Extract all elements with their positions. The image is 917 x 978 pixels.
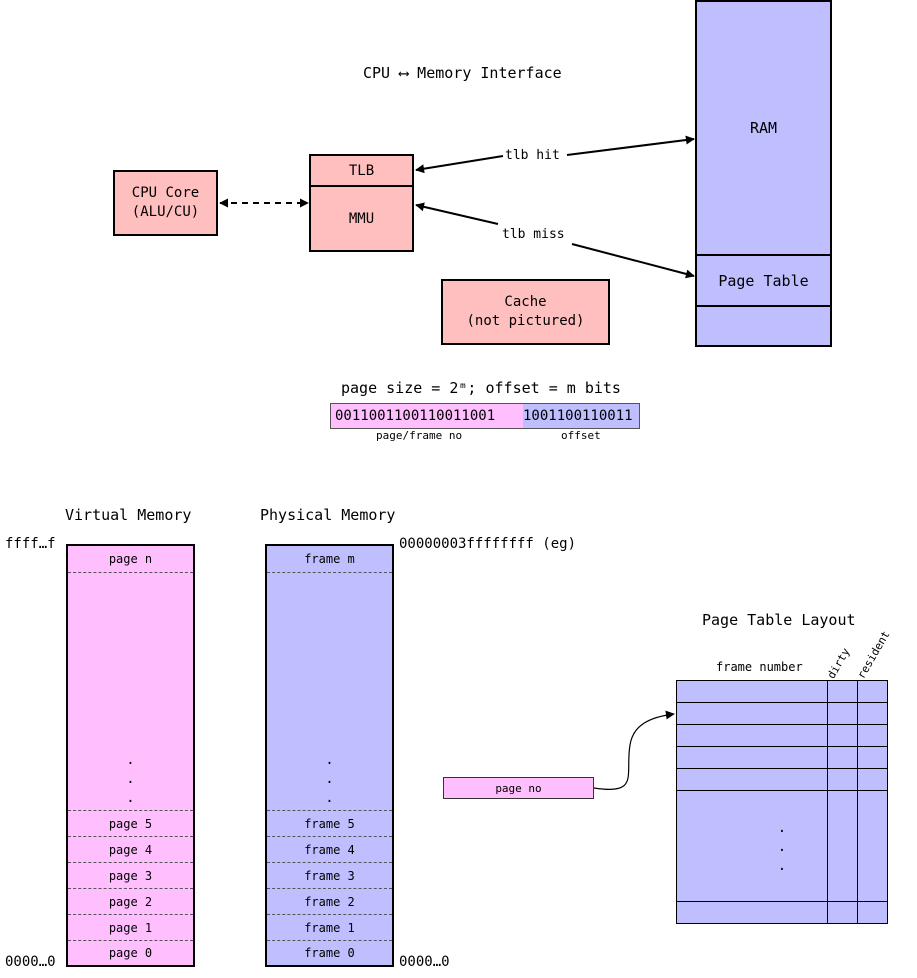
address-bits: 0011001100110011001 1001100110011: [330, 403, 640, 429]
mmu-label: MMU: [348, 210, 375, 227]
tlb-miss-arrow-right: [571, 243, 695, 279]
cpu-core-sublabel: (ALU/CU): [131, 204, 200, 220]
pt-row: [677, 724, 887, 725]
tlb-miss-label: tlb miss: [502, 227, 565, 242]
tlb-hit-label: tlb hit: [505, 148, 560, 163]
ram-lower-box: [695, 305, 832, 347]
virtual-ellipsis: . . .: [126, 752, 135, 806]
physical-frame-4: frame 4: [267, 837, 392, 863]
pt-row: [677, 790, 887, 791]
page-table-layout-title: Page Table Layout: [702, 611, 856, 629]
virtual-bottom-address: 0000…0: [5, 954, 56, 970]
physical-frame-m: frame m: [267, 546, 392, 573]
frame-number-header: frame number: [716, 660, 803, 674]
virtual-page-5: page 5: [68, 810, 193, 837]
page-table-label: Page Table: [718, 271, 809, 290]
virtual-memory-title: Virtual Memory: [65, 506, 192, 524]
page-table-grid: . . .: [676, 680, 888, 924]
cache-sublabel: (not pictured): [466, 313, 585, 329]
virtual-page-0: page 0: [108, 946, 153, 960]
pt-row: [677, 746, 887, 747]
virtual-page-3: page 3: [68, 863, 193, 889]
physical-top-address: 00000003ffffffff (eg): [399, 536, 577, 552]
physical-memory-title: Physical Memory: [260, 506, 396, 524]
page-number-label: page/frame no: [376, 429, 463, 442]
diagram-title: CPU ⟷ Memory Interface: [363, 64, 562, 82]
cache-box: Cache (not pictured): [441, 279, 610, 345]
pt-col-divider-2: [857, 681, 858, 923]
cpu-core-label: CPU Core: [131, 185, 200, 201]
virtual-page-1: page 1: [68, 915, 193, 941]
pt-row: [677, 702, 887, 703]
page-no-label: page no: [495, 781, 542, 795]
cpu-core-box: CPU Core (ALU/CU): [113, 170, 218, 236]
physical-frame-1: frame 1: [267, 915, 392, 941]
virtual-page-4: page 4: [68, 837, 193, 863]
tlb-label: TLB: [348, 162, 375, 179]
virtual-page-n: page n: [68, 546, 193, 573]
physical-frame-2: frame 2: [267, 889, 392, 915]
physical-ellipsis: . . .: [325, 752, 334, 806]
tlb-hit-arrow-right: [566, 135, 695, 156]
pt-col-divider-1: [827, 681, 828, 923]
physical-frame-0: frame 0: [304, 946, 355, 960]
virtual-memory-column: page n . . . page 5 page 4 page 3 page 2…: [66, 544, 195, 967]
mmu-box: MMU: [309, 185, 414, 252]
physical-bottom-address: 0000…0: [399, 954, 450, 970]
physical-frame-3: frame 3: [267, 863, 392, 889]
pt-row: [677, 901, 887, 902]
page-size-caption: page size = 2ᵐ; offset = m bits: [341, 379, 621, 397]
cache-label: Cache: [504, 294, 547, 310]
tlb-hit-arrow-left: [415, 155, 504, 174]
page-no-to-table-arrow: [593, 710, 675, 790]
offset-bits: 1001100110011: [523, 403, 640, 429]
tlb-miss-arrow-left: [415, 202, 499, 225]
page-table-box: Page Table: [695, 254, 832, 307]
page-number-bits: 0011001100110011001: [330, 403, 523, 429]
offset-label: offset: [561, 429, 601, 442]
page-no-box: page no: [443, 777, 594, 799]
physical-frame-5: frame 5: [267, 810, 392, 837]
physical-memory-column: frame m . . . frame 5 frame 4 frame 3 fr…: [265, 544, 394, 967]
ram-box: RAM: [695, 0, 832, 256]
pt-row: [677, 768, 887, 769]
pt-ellipsis: . . .: [777, 820, 787, 874]
virtual-top-address: ffff…f: [5, 536, 56, 552]
ram-label: RAM: [749, 119, 778, 137]
virtual-page-2: page 2: [68, 889, 193, 915]
